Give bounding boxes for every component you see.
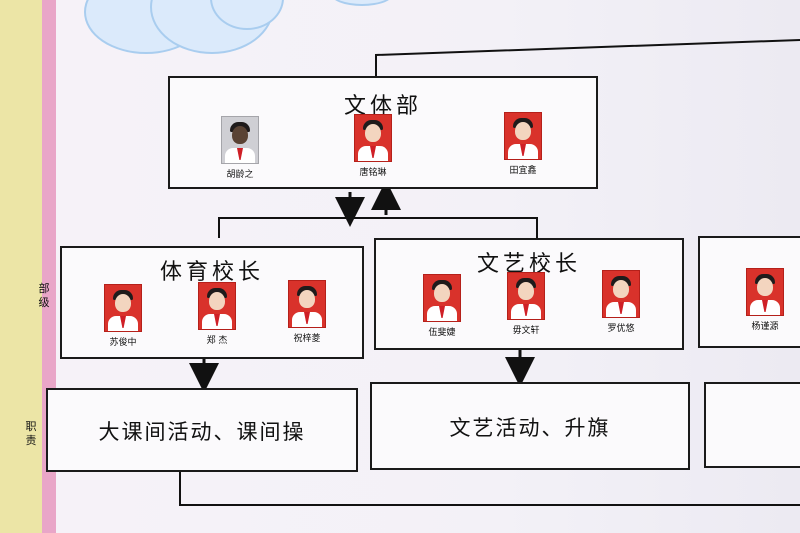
- sports-duty-text: 大课间活动、课间操: [98, 420, 306, 444]
- member-name: 祝梓菱: [293, 334, 321, 344]
- level-label: 部级: [38, 282, 50, 309]
- member-card: 胡龄之: [205, 116, 275, 180]
- face: [613, 280, 629, 298]
- bottom-connector: [179, 470, 800, 506]
- red-scarf: [370, 146, 376, 158]
- face: [518, 282, 534, 300]
- member-name: 苏俊中: [109, 338, 137, 348]
- member-name: 毋文轩: [512, 326, 540, 336]
- member-name: 伍斐婕: [428, 328, 456, 338]
- arts-duty-text: 文艺活动、升旗: [449, 416, 611, 440]
- face: [515, 122, 531, 140]
- red-scarf: [214, 314, 220, 326]
- member-card: 苏俊中: [88, 284, 158, 348]
- member-photo: [198, 282, 236, 330]
- member-card: 唐铭琳: [338, 114, 408, 178]
- member-name: 胡龄之: [226, 170, 254, 180]
- red-scarf: [762, 300, 768, 312]
- top-connector: [375, 39, 800, 76]
- member-photo: [504, 112, 542, 160]
- member-photo: [288, 280, 326, 328]
- face: [115, 294, 131, 312]
- partial-duty-box: [704, 382, 800, 468]
- member-name: 罗优悠: [607, 324, 635, 334]
- member-card: 杨谨源: [730, 268, 800, 332]
- member-card: 田宜鑫: [488, 112, 558, 176]
- red-scarf: [523, 304, 529, 316]
- member-card: 罗优悠: [586, 270, 656, 334]
- red-scarf: [237, 148, 243, 160]
- face: [757, 278, 773, 296]
- yellow-wall: [0, 0, 42, 533]
- dept-sports-title: 体育校长: [159, 260, 264, 285]
- face: [434, 284, 450, 302]
- member-card: 祝梓菱: [272, 280, 342, 344]
- member-photo: [746, 268, 784, 316]
- middle-connector: [218, 217, 538, 238]
- face: [299, 290, 315, 308]
- member-card: 毋文轩: [491, 272, 561, 336]
- member-photo: [423, 274, 461, 322]
- member-name: 唐铭琳: [359, 168, 387, 178]
- dept-partial-box: 杨谨源: [698, 236, 800, 348]
- member-photo: [354, 114, 392, 162]
- dept-sports-box: 体育校长 苏俊中 郑 杰: [60, 246, 364, 359]
- member-name: 田宜鑫: [509, 166, 537, 176]
- red-scarf: [439, 306, 445, 318]
- member-card: 伍斐婕: [407, 274, 477, 338]
- dept-wenti-box: 文体部 胡龄之 唐铭琳: [168, 76, 598, 189]
- duty-label: 职责: [25, 420, 37, 447]
- dept-arts-box: 文艺校长 伍斐婕 毋文轩: [374, 238, 684, 350]
- sports-duty-box: 大课间活动、课间操: [46, 388, 358, 472]
- member-name: 郑 杰: [206, 336, 228, 346]
- member-photo: [507, 272, 545, 320]
- member-card: 郑 杰: [182, 282, 252, 346]
- red-scarf: [120, 316, 126, 328]
- member-photo: [104, 284, 142, 332]
- member-name: 杨谨源: [751, 322, 779, 332]
- member-photo: [221, 116, 259, 164]
- red-scarf: [618, 302, 624, 314]
- arts-duty-box: 文艺活动、升旗: [370, 382, 690, 470]
- member-photo: [602, 270, 640, 318]
- red-scarf: [520, 144, 526, 156]
- face: [365, 124, 381, 142]
- face: [232, 126, 248, 144]
- face: [209, 292, 225, 310]
- red-scarf: [304, 312, 310, 324]
